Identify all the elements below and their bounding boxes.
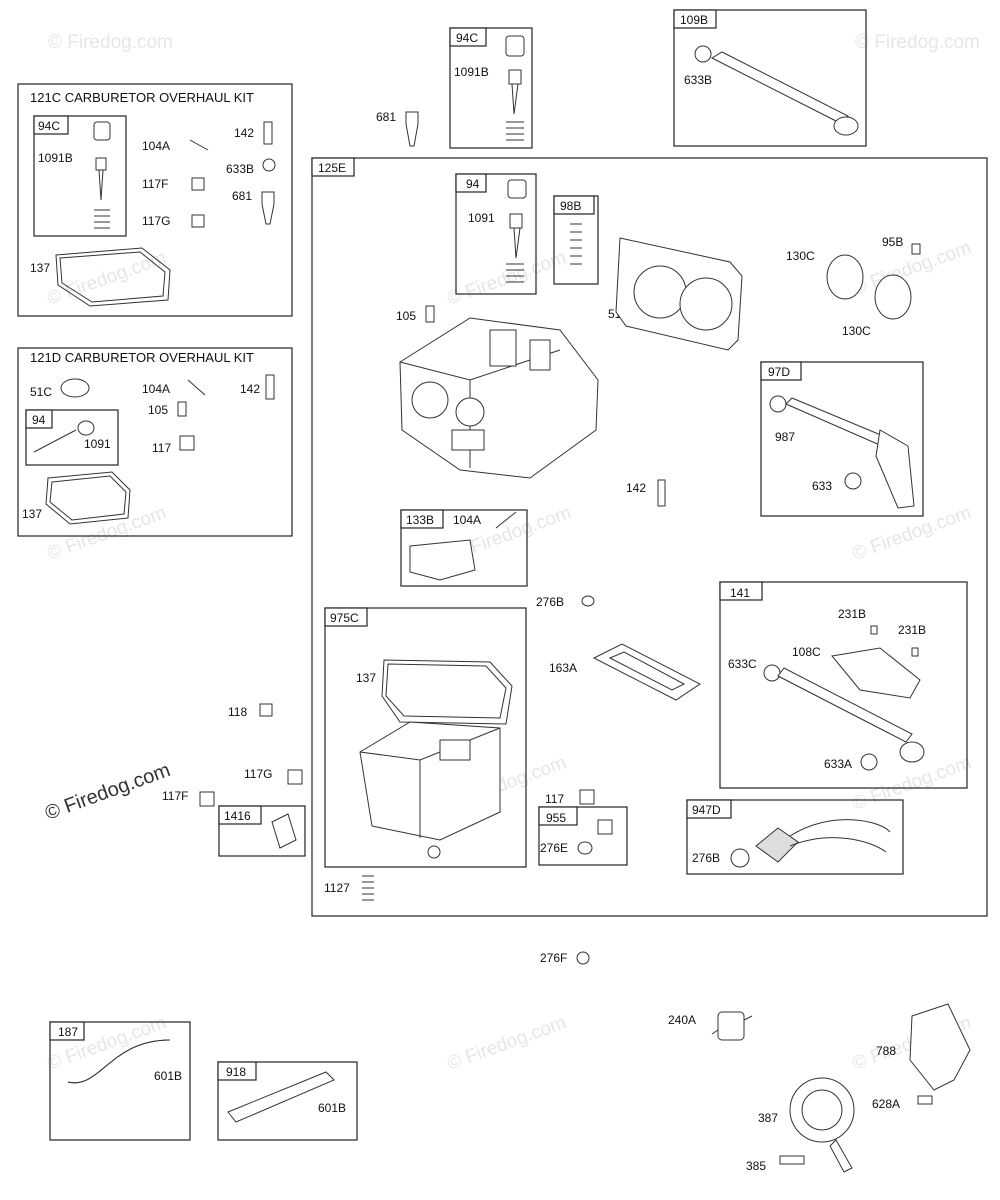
part-number-label: 117 — [545, 792, 564, 806]
part-number-label: 95B — [882, 235, 903, 249]
part-number-label: 387 — [758, 1111, 778, 1125]
part-number-label: 601B — [318, 1101, 346, 1115]
watermark: © Firedog.com — [445, 247, 570, 309]
kit-121d: 121D CARBURETOR OVERHAUL KIT 51C 104A 14… — [17, 347, 293, 537]
watermark: © Firedog.com — [850, 502, 975, 564]
part-number-label: 109B — [680, 13, 708, 27]
part-number-label: 133B — [406, 513, 434, 527]
part-number-label: 97D — [768, 365, 790, 379]
group-918: 918 601B — [217, 1061, 358, 1141]
watermark: © Firedog.com — [855, 32, 980, 53]
float-bowl — [359, 721, 501, 859]
part-number-label: 137 — [30, 261, 50, 275]
part-number-label: 1091 — [468, 211, 495, 225]
part-number-label: 104A — [142, 139, 170, 153]
part-number-label: 94C — [38, 119, 60, 133]
part-number-label: 1127 — [324, 881, 350, 895]
group-187: 187 601B — [49, 1021, 191, 1141]
watermark: © Firedog.com — [45, 502, 170, 564]
part-number-label: 187 — [58, 1025, 78, 1039]
part-number-label: 117F — [142, 177, 168, 191]
part-number-label: 987 — [775, 430, 795, 444]
part-number-label: 628A — [872, 1097, 900, 1111]
fuel-pump-parts: 240A 788 628A 387 385 — [668, 1003, 971, 1173]
part-number-label: 681 — [232, 189, 252, 203]
part-number-label: 98B — [560, 199, 581, 213]
kit-121c: 121C CARBURETOR OVERHAUL KIT 94C 1091B 1… — [17, 83, 293, 317]
watermark: © Firedog.com — [48, 32, 173, 53]
part-number-label: 1091 — [84, 437, 111, 451]
part-number-label: 276B — [536, 595, 564, 609]
part-number-label: 104A — [453, 513, 481, 527]
part-number-label: 975C — [330, 611, 359, 625]
part-number-label: 142 — [234, 126, 254, 140]
part-number-label: 788 — [876, 1044, 896, 1058]
loose-parts: 118 117F 117G 1416 276F — [162, 703, 590, 965]
part-number-label: 681 — [376, 110, 396, 124]
group-109b: 109B 633B — [673, 9, 867, 147]
part-number-label: 142 — [626, 481, 646, 495]
float-valve-part — [93, 121, 111, 229]
part-number-label: 276B — [692, 851, 720, 865]
part-number-label: 108C — [792, 645, 821, 659]
watermark: © Firedog.com — [445, 1012, 570, 1074]
part-number-label: 955 — [546, 811, 566, 825]
part-number-label: 94 — [32, 413, 46, 427]
part-number-label: 385 — [746, 1159, 766, 1173]
part-number-label: 276F — [540, 951, 567, 965]
part-number-label: 1416 — [224, 809, 251, 823]
part-number-label: 142 — [240, 382, 260, 396]
watermark-dark: © Firedog.com — [42, 759, 173, 825]
part-number-label: 601B — [154, 1069, 182, 1083]
part-number-label: 1091B — [38, 151, 73, 165]
part-number-label: 633B — [684, 73, 712, 87]
carburetor-body — [399, 317, 599, 479]
part-number-label: 231B — [898, 623, 926, 637]
part-number-label: 240A — [668, 1013, 696, 1027]
part-number-label: 94C — [456, 31, 478, 45]
part-number-label: 51C — [30, 385, 52, 399]
part-number-label: 117 — [152, 441, 171, 455]
part-number-label: 918 — [226, 1065, 246, 1079]
part-number-label: 633B — [226, 162, 254, 176]
part-number-label: 117F — [162, 789, 188, 803]
part-number-label: 231B — [838, 607, 866, 621]
part-number-label: 105 — [148, 403, 168, 417]
part-number-label: 117G — [244, 767, 272, 781]
part-number-label: 137 — [356, 671, 376, 685]
group-125e: 125E 94 1091 98B 51A 130C 95B 130C 105 — [311, 157, 988, 917]
part-number-label: 104A — [142, 382, 170, 396]
part-number-label: 125E — [318, 161, 346, 175]
part-number-label: 1091B — [454, 65, 489, 79]
part-number-label: 633 — [812, 479, 832, 493]
part-number-label: 130C — [786, 249, 815, 263]
part-number-label: 163A — [549, 661, 577, 675]
kit-title: 121C CARBURETOR OVERHAUL KIT — [30, 90, 254, 105]
part-number-label: 94 — [466, 177, 480, 191]
part-number-label: 130C — [842, 324, 871, 338]
part-number-label: 947D — [692, 803, 721, 817]
part-number-label: 633A — [824, 757, 852, 771]
part-number-label: 276E — [540, 841, 568, 855]
kit-title: 121D CARBURETOR OVERHAUL KIT — [30, 350, 254, 365]
group-94c: 94C 1091B 681 — [376, 27, 533, 149]
part-number-label: 141 — [730, 586, 750, 600]
part-number-label: 137 — [22, 507, 42, 521]
part-number-label: 117G — [142, 214, 170, 228]
part-number-label: 105 — [396, 309, 416, 323]
part-number-label: 118 — [228, 705, 247, 719]
part-number-label: 633C — [728, 657, 757, 671]
